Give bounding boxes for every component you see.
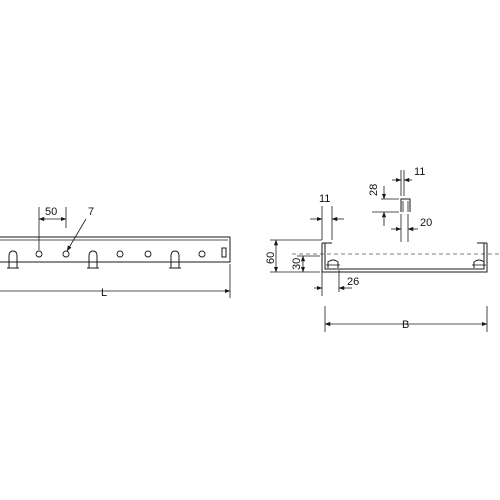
dim-height-label: 60	[265, 252, 277, 264]
hole	[144, 250, 152, 258]
dimension-detail-depth: 28	[368, 184, 399, 226]
channel-outline	[321, 243, 488, 273]
dim-detail-depth-label: 28	[368, 184, 380, 196]
dim-length-label: L	[101, 287, 107, 299]
right-bracket	[472, 259, 486, 268]
dim-hole-label: 7	[88, 206, 94, 218]
dim-spacing-label: 50	[45, 206, 57, 218]
hole	[35, 250, 43, 258]
cross-section: 11 60 30 26 B	[265, 193, 500, 332]
hole	[198, 250, 206, 258]
dimension-width: B	[324, 306, 488, 332]
end-slot	[221, 247, 227, 258]
dimension-foot: 26	[314, 270, 359, 296]
dim-width-label: B	[402, 319, 409, 331]
hanger-clip	[169, 250, 181, 269]
dimension-hole: 7	[66, 206, 94, 252]
hanger-clip	[7, 250, 19, 269]
hole-row	[35, 250, 206, 258]
dimension-inner-height: 30	[291, 255, 320, 273]
dimension-flange-width: 11	[310, 193, 344, 240]
dimension-detail-top: 11	[392, 166, 425, 196]
dimension-length: L	[0, 264, 231, 299]
hole	[116, 250, 124, 258]
dimension-height: 60	[265, 239, 322, 273]
hole	[62, 250, 70, 258]
dim-detail-top-label: 11	[414, 166, 425, 178]
rail-profile	[0, 236, 231, 263]
detail-channel	[400, 198, 411, 212]
dim-detail-bottom-label: 20	[420, 217, 432, 229]
dim-flange-label: 11	[319, 193, 330, 205]
detail-view: 11 28 20	[368, 166, 432, 242]
hanger-clip	[87, 250, 99, 269]
dimension-detail-bottom: 20	[391, 214, 432, 242]
dimension-spacing: 50	[38, 206, 67, 250]
side-view: 50 7 L	[0, 206, 231, 299]
dim-inner-height-label: 30	[291, 258, 303, 270]
left-bracket	[326, 259, 340, 268]
clip-row	[7, 250, 181, 269]
dim-foot-label: 26	[347, 276, 359, 288]
